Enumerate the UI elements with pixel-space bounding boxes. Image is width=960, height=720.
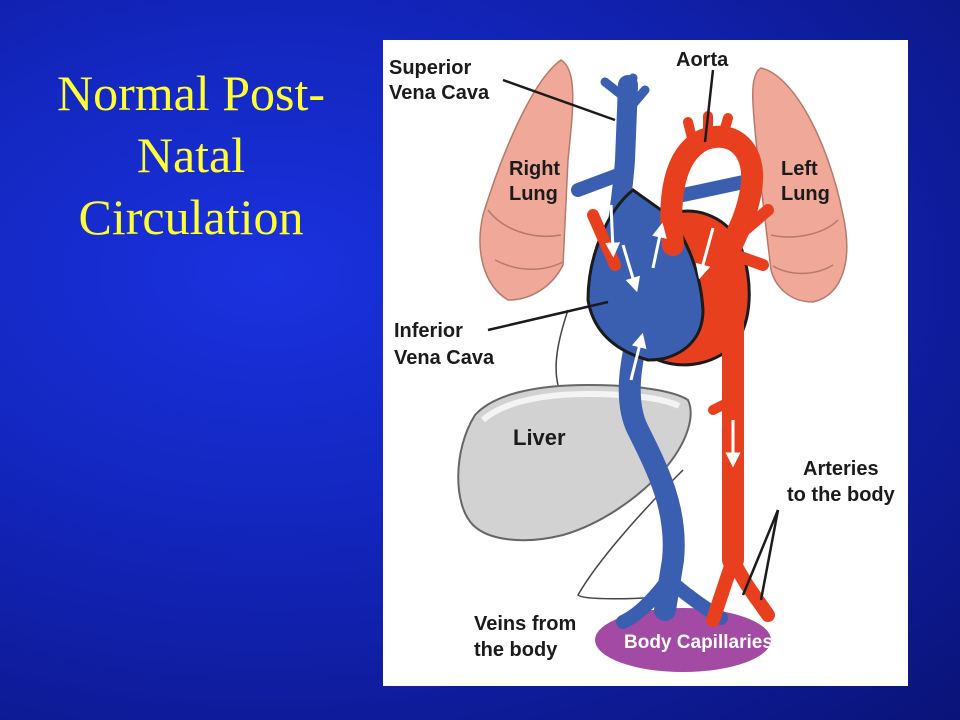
leader-arteries-2 (759, 509, 780, 601)
label-superior-vena-cava-2: Vena Cava (389, 82, 490, 104)
flow-arrow-left-ventricle (695, 227, 715, 280)
label-body-capillaries: Body Capillaries (624, 632, 773, 653)
label-right-lung-2: Lung (509, 183, 558, 205)
label-arteries-1: Arteries (803, 458, 879, 480)
vein-branch-left (616, 573, 675, 629)
label-liver: Liver (513, 425, 566, 450)
slide-title: Normal Post- Natal Circulation (6, 62, 376, 248)
label-aorta: Aorta (676, 49, 729, 71)
title-line-1: Normal Post- (56, 65, 326, 121)
left-lung-shape (751, 67, 848, 303)
capillaries-ellipse (595, 608, 771, 672)
label-inferior-vena-cava-2: Vena Cava (394, 347, 495, 369)
leader-svc (502, 78, 616, 122)
liver-highlight (480, 390, 681, 423)
right-lung-lobe (487, 209, 564, 270)
label-left-lung-1: Left (781, 158, 818, 180)
label-veins-2: the body (474, 639, 558, 661)
diagram-svg: Superior Vena Cava Aorta Right Lung Left… (389, 49, 896, 672)
flow-arrow-right-ventricle (621, 244, 641, 293)
pulmonary-artery-right (571, 168, 625, 197)
label-superior-vena-cava-1: Superior (389, 57, 471, 79)
pulmonary-vein-left (727, 204, 774, 271)
flow-arrow-pulmonary (651, 222, 667, 269)
label-inferior-vena-cava-1: Inferior (394, 320, 463, 342)
label-veins-1: Veins from (474, 613, 576, 635)
aorta-arch (660, 125, 764, 266)
leader-aorta (703, 69, 715, 143)
artery-side-branch (708, 395, 738, 415)
inferior-vena-cava-vessel (618, 309, 685, 621)
circulation-diagram: Superior Vena Cava Aorta Right Lung Left… (383, 40, 908, 686)
artery-branch-right (726, 553, 775, 622)
leader-ivc (487, 300, 609, 332)
leader-arteries-1 (741, 509, 780, 596)
label-right-lung-1: Right (509, 158, 560, 180)
label-arteries-2: to the body (787, 484, 896, 506)
label-left-lung-2: Lung (781, 183, 830, 205)
title-line-3: Circulation (78, 189, 304, 245)
title-line-2: Natal (136, 127, 246, 183)
flow-arrow-ivc (629, 332, 647, 381)
left-lung-lobe (770, 219, 839, 275)
right-lung-shape (479, 59, 574, 301)
svc-branches (600, 73, 650, 115)
flow-arrow-svc (605, 204, 621, 258)
body-outline (555, 309, 684, 600)
